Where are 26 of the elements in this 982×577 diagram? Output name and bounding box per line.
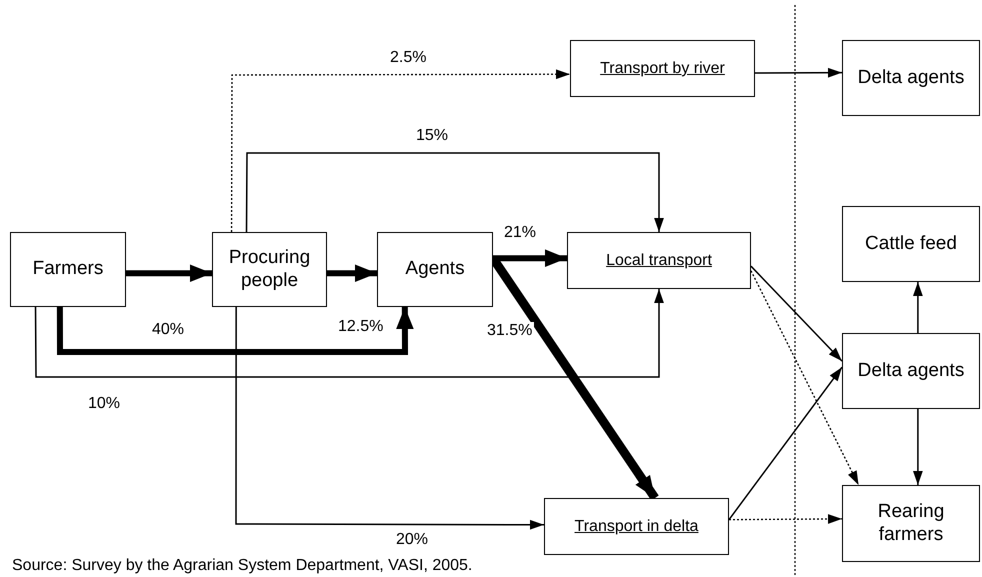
arrow bbox=[230, 69, 570, 232]
arrow bbox=[327, 264, 377, 282]
arrow bbox=[235, 307, 544, 530]
process-box: Transport in delta bbox=[544, 498, 729, 555]
arrow bbox=[34, 289, 664, 378]
process-box: Delta agents bbox=[842, 333, 980, 409]
arrow bbox=[750, 270, 860, 486]
arrow bbox=[755, 68, 842, 78]
process-box: Cattle feed bbox=[842, 206, 980, 282]
arrow bbox=[750, 266, 843, 362]
source-caption: Source: Survey by the Agrarian System Department, VASI, 2005. bbox=[12, 557, 472, 575]
process-box: Rearing farmers bbox=[842, 485, 980, 562]
arrow bbox=[56, 307, 414, 355]
process-box: Local transport bbox=[567, 232, 751, 289]
arrow bbox=[913, 409, 923, 485]
process-box: Farmers bbox=[10, 232, 126, 307]
arrow bbox=[126, 264, 212, 282]
process-box: Transport by river bbox=[570, 40, 755, 97]
arrow bbox=[728, 366, 843, 520]
arrow bbox=[913, 282, 923, 333]
process-box: Delta agents bbox=[842, 40, 980, 116]
process-box: Procuring people bbox=[212, 232, 327, 307]
arrow bbox=[246, 152, 664, 232]
process-box: Agents bbox=[377, 232, 493, 307]
arrow bbox=[493, 249, 567, 268]
arrow bbox=[729, 514, 842, 524]
